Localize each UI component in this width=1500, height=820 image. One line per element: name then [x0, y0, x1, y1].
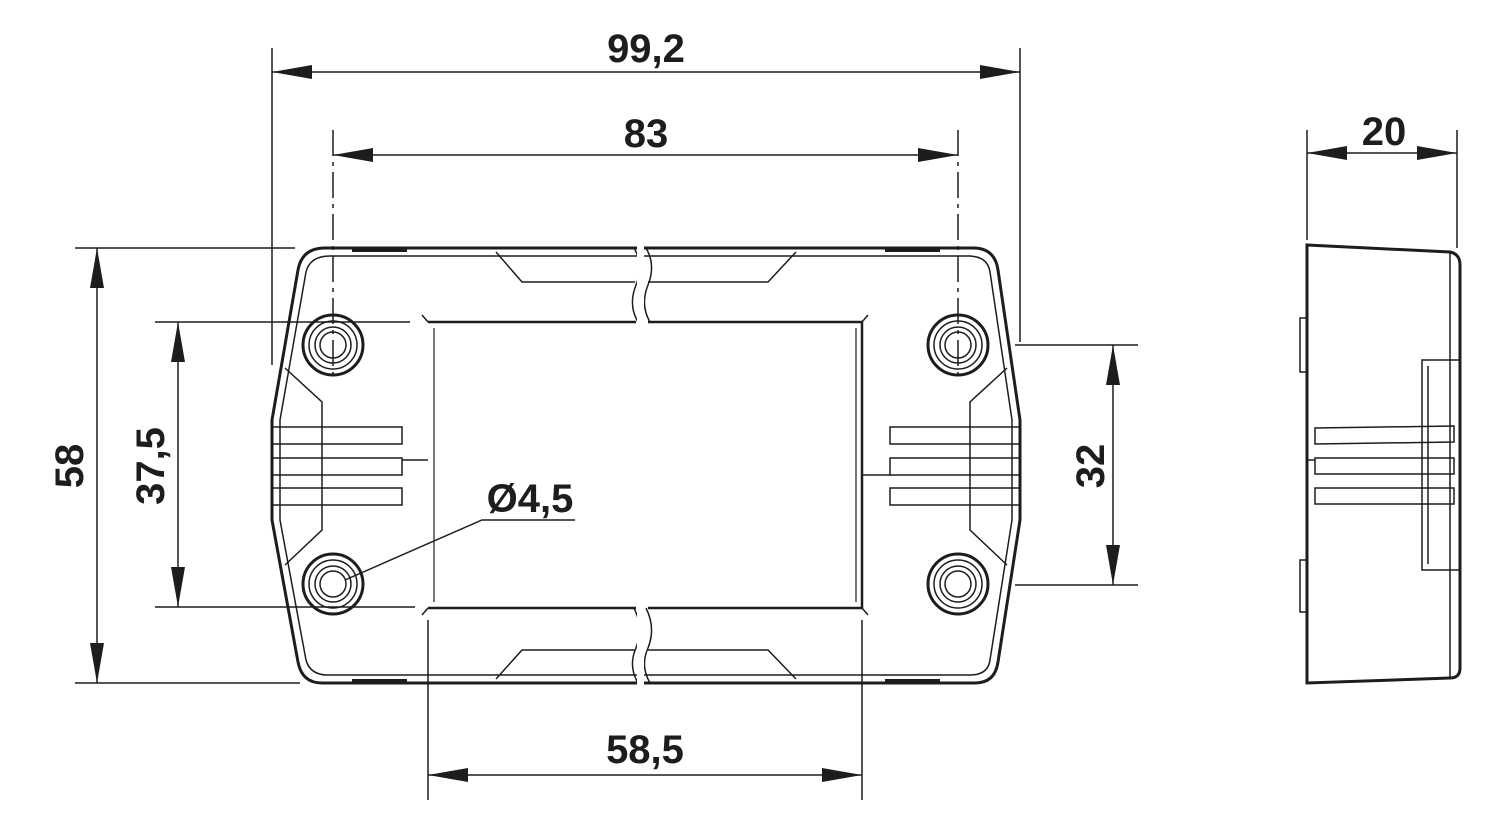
ventilation-slots-right — [862, 426, 1020, 506]
dim-hole-diameter: Ø4,5 — [487, 477, 574, 521]
dim-hole-spacing-width: 83 — [624, 112, 669, 156]
housing-inner-edge — [279, 255, 1013, 676]
dim-overall-height: 58 — [48, 444, 92, 489]
dimensions — [75, 48, 1458, 800]
dim-window-width: 58,5 — [606, 728, 684, 772]
mounting-hole-bottom-left — [301, 552, 365, 616]
ventilation-slots-left — [272, 426, 428, 506]
side-view — [1299, 243, 1462, 685]
dim-hole-spacing-height: 37,5 — [129, 427, 173, 505]
dim-depth: 20 — [1362, 110, 1407, 154]
front-view — [270, 246, 1022, 686]
mounting-hole-bottom-right — [926, 552, 990, 616]
housing-outline — [270, 246, 1022, 685]
dim-overall-width: 99,2 — [607, 27, 685, 71]
dim-slot-spacing: 32 — [1069, 444, 1113, 489]
